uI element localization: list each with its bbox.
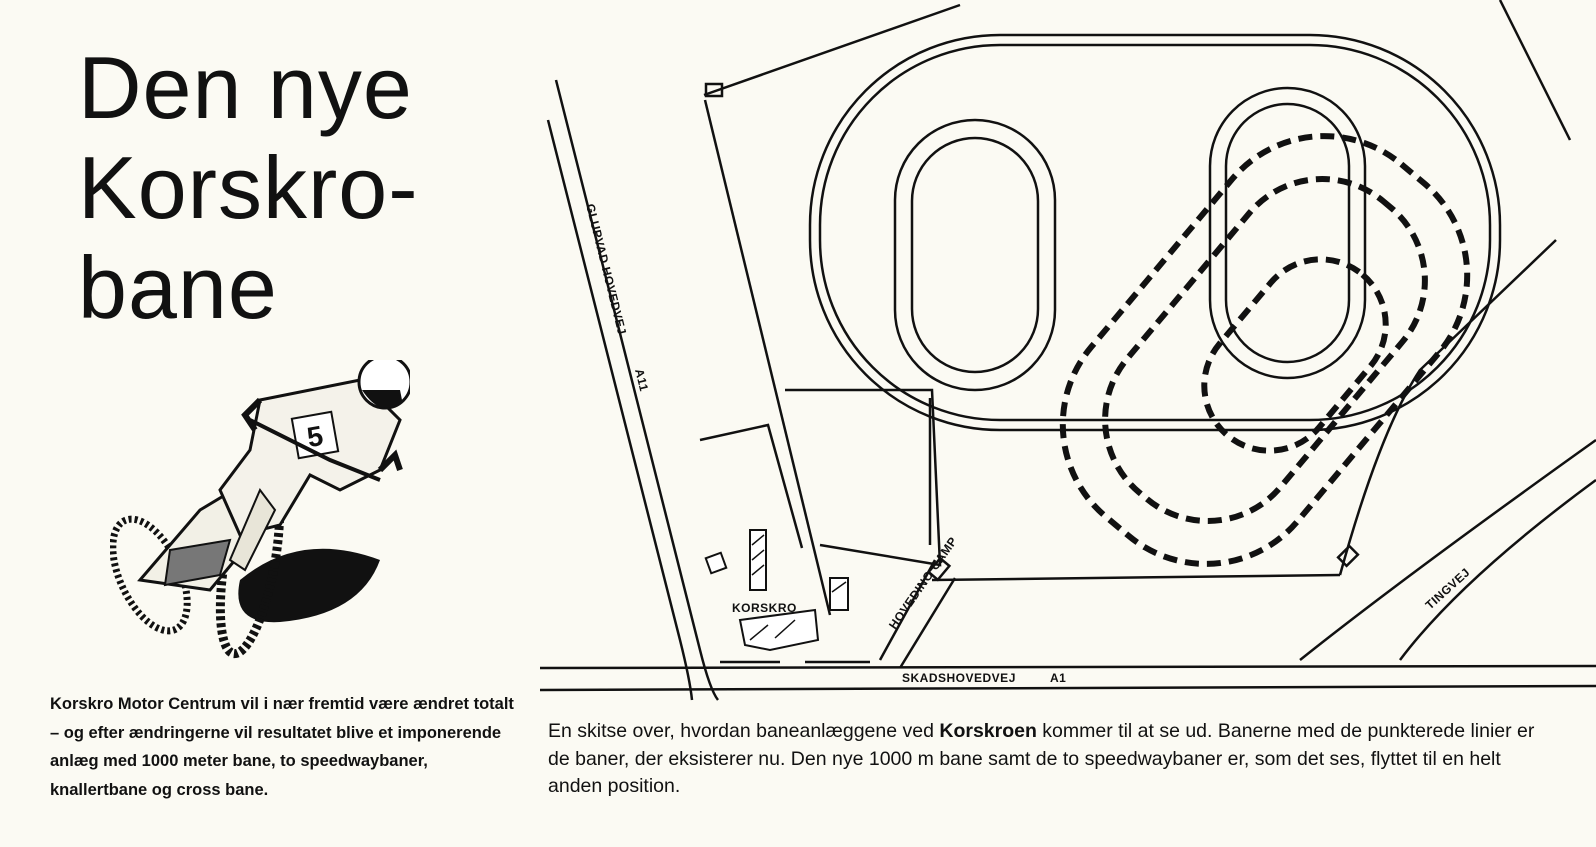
building-korskro — [738, 608, 820, 652]
boundary-north — [703, 3, 961, 97]
label-road-camp: HOVEDINO CAMP — [886, 534, 960, 631]
speedway-track-2-inner — [1224, 102, 1351, 364]
boundary-south-field — [931, 573, 1341, 582]
boundary-east-field — [1338, 239, 1557, 576]
label-road-south-number: A1 — [1050, 671, 1066, 685]
caption-bold: Korskroen — [939, 720, 1037, 742]
speedway-track-1-outer — [893, 118, 1057, 392]
existing-track-inner — [1201, 256, 1389, 454]
road-west-edge-1 — [554, 79, 720, 701]
road-south-edge-2 — [540, 684, 1596, 692]
building-3 — [829, 577, 849, 611]
gate-camp — [926, 556, 952, 582]
existing-track-middle — [1102, 176, 1428, 524]
plot-outline-1 — [785, 388, 942, 567]
camp-road-edge-1 — [878, 559, 937, 661]
map-caption: En skitse over, hvordan baneanlæggene ve… — [548, 718, 1548, 801]
road-south-edge-1 — [540, 664, 1596, 670]
boundary-west — [703, 99, 832, 616]
handlebar — [249, 418, 381, 482]
tingvej-edge-1 — [1299, 438, 1596, 661]
caption-part-2: kommer til at se ud. Banerne med de punk… — [548, 720, 1535, 797]
rider-arm-right — [377, 449, 403, 473]
speedway-track-1-inner — [910, 136, 1040, 374]
title-line-1: Den nye — [78, 38, 413, 137]
road-west-edge-2 — [546, 119, 694, 701]
rider-leg — [228, 488, 277, 572]
bike-engine — [163, 538, 232, 587]
new-1000m-track-outer — [808, 33, 1502, 432]
caption-part-1: En skitse over, hvordan baneanlæggene ve… — [548, 720, 940, 742]
camp-road-edge-2 — [898, 577, 957, 669]
label-road-south: SKADSHOVEDVEJ — [902, 671, 1016, 685]
speedway-track-2-outer — [1208, 86, 1367, 380]
label-road-west-number: A11 — [632, 367, 651, 393]
rider-arm-left — [241, 397, 263, 432]
gate-east — [1336, 544, 1360, 568]
tingvej-edge-2 — [1399, 478, 1596, 661]
track-layout-sketch: GLUPVAD HOVEDVEJ A11 SKADSHOVEDVEJ A1 TI… — [540, 0, 1596, 701]
speedway-rider-illustration: 5 — [110, 360, 410, 659]
bib-number: 5 — [305, 420, 326, 453]
title-line-3: bane — [78, 238, 278, 337]
existing-track-outer — [1059, 133, 1471, 567]
plot-outline-2 — [699, 423, 804, 549]
lead-paragraph: Korskro Motor Centrum vil i nær fremtid … — [50, 695, 514, 799]
article-title: Den nye Korskro- bane — [78, 38, 419, 338]
label-korskro: KORSKRO — [732, 601, 797, 615]
building-1 — [749, 529, 767, 591]
building-2 — [704, 551, 728, 575]
rider-mask — [362, 390, 402, 408]
gate-north-west — [704, 82, 724, 98]
title-line-2: Korskro- — [78, 138, 419, 237]
boundary-north-east — [1498, 0, 1572, 141]
new-1000m-track-inner — [818, 43, 1492, 422]
label-road-west: GLUPVAD HOVEDVEJ — [583, 202, 629, 336]
